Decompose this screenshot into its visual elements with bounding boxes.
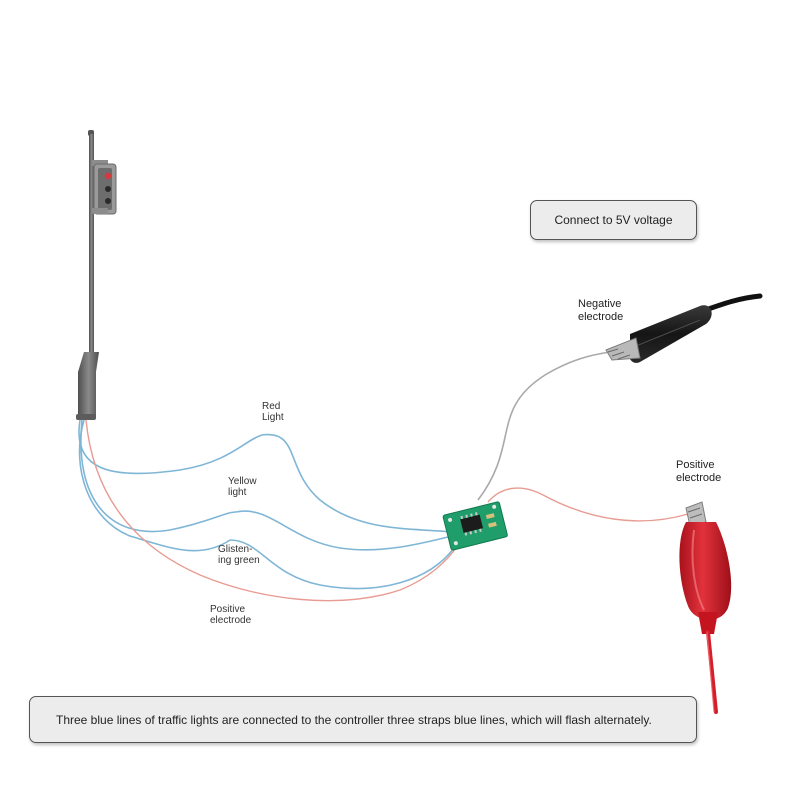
positive-electrode-right-label: Positive electrode <box>676 459 722 484</box>
traffic-light-pole <box>76 130 99 420</box>
controller-board <box>442 501 508 551</box>
blue-wire-green-light <box>78 419 231 552</box>
bottom-note-callout: Three blue lines of traffic lights are c… <box>29 696 697 743</box>
red-wire-positive-left <box>85 419 459 602</box>
blue-wire-red-light <box>78 419 263 475</box>
yellow-light-lead <box>235 510 453 551</box>
green-light-lead <box>229 539 455 590</box>
positive-clip <box>679 501 732 714</box>
traffic-light-head <box>92 160 117 215</box>
red-wire-positive-right <box>487 487 689 522</box>
yellow-lamp <box>105 186 111 192</box>
voltage-callout: Connect to 5V voltage <box>530 200 697 240</box>
blue-wires <box>78 419 455 590</box>
red-light-lead <box>261 433 453 533</box>
grey-wire-negative <box>477 351 611 501</box>
bottom-note-text: Three blue lines of traffic lights are c… <box>56 712 652 727</box>
positive-electrode-left-label: Positive electrode <box>210 604 252 626</box>
red-light-label: Red Light <box>262 401 284 423</box>
green-lamp <box>105 198 111 204</box>
yellow-light-label: Yellow light <box>228 476 257 498</box>
voltage-callout-text: Connect to 5V voltage <box>554 213 673 227</box>
blue-wire-yellow-light <box>80 419 237 533</box>
red-lamp <box>104 172 112 180</box>
negative-electrode-label: Negative electrode <box>578 298 624 323</box>
green-light-label: Glisten- ing green <box>218 544 260 566</box>
negative-clip <box>605 293 763 363</box>
